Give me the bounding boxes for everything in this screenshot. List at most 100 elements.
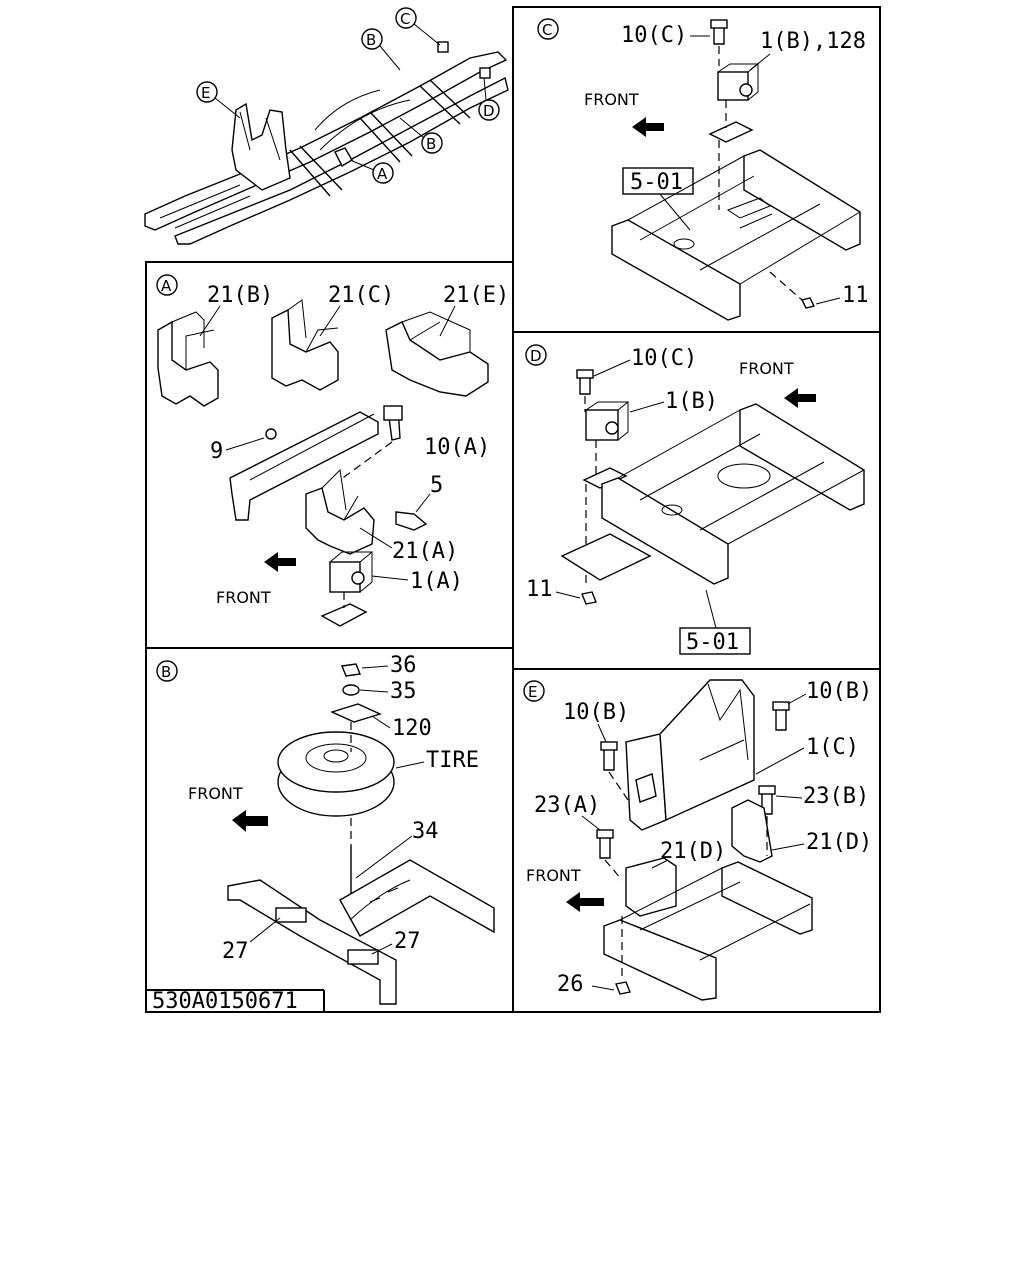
leader-1a bbox=[371, 575, 409, 581]
front-label-a: FRONT bbox=[216, 588, 271, 607]
leader-1c bbox=[755, 747, 805, 775]
label-tire: TIRE bbox=[426, 748, 479, 773]
leader-23a bbox=[581, 815, 601, 831]
tire-rim bbox=[305, 743, 367, 773]
bolt-23a bbox=[599, 835, 611, 859]
nut-11-c-dash bbox=[769, 271, 803, 301]
damper-1a-boss bbox=[351, 571, 365, 585]
label-10b-r: 10(B) bbox=[806, 679, 872, 704]
label-1b128: 1(B),128 bbox=[760, 29, 866, 54]
panel-b: B 36 35 120 TIRE 34 27 27 bbox=[156, 653, 495, 1005]
bolt-23a-head bbox=[596, 829, 614, 839]
leader-21d-l bbox=[651, 859, 669, 869]
box-5-01-c bbox=[622, 167, 694, 195]
bolt-10b-l-dash bbox=[608, 771, 629, 801]
leader-120 bbox=[371, 715, 391, 729]
callout-b2: B bbox=[426, 135, 436, 153]
rail-e-rear bbox=[721, 861, 813, 935]
carrier-1c-frame bbox=[659, 679, 755, 822]
callout-b1: B bbox=[366, 31, 376, 49]
front-arrow-d bbox=[784, 388, 816, 408]
overview-callouts: E B C D B A bbox=[196, 7, 500, 184]
callout-e-leader bbox=[214, 97, 241, 119]
label-21c: 21(C) bbox=[328, 283, 394, 308]
callout-b1-circle bbox=[361, 28, 383, 50]
rail-b-detail bbox=[349, 879, 411, 921]
nut-36 bbox=[341, 663, 361, 677]
overview-rail-left bbox=[144, 51, 508, 231]
callout-e-circle bbox=[196, 81, 218, 103]
front-arrow-c bbox=[632, 117, 664, 137]
label-box-c: 5-01 bbox=[630, 170, 683, 195]
leader-1b128 bbox=[749, 53, 771, 71]
label-27a: 27 bbox=[222, 939, 249, 964]
leader-21d-r bbox=[771, 843, 805, 851]
leader-11-d bbox=[555, 591, 581, 599]
leader-box-c bbox=[659, 193, 691, 231]
panel-d-id-circle bbox=[525, 344, 547, 366]
label-9: 9 bbox=[210, 439, 223, 464]
rail-b-right bbox=[339, 859, 495, 937]
overview-rail-detail bbox=[159, 184, 251, 229]
dash-10a bbox=[339, 441, 393, 481]
damper-1b-d-plate bbox=[582, 467, 628, 489]
leader-26 bbox=[591, 985, 615, 991]
overview-rail-right bbox=[174, 76, 509, 245]
bracket-21c bbox=[271, 299, 339, 391]
label-10c-d: 10(C) bbox=[631, 346, 697, 371]
leader-21e bbox=[439, 305, 456, 337]
damper-1b-d-boss bbox=[605, 421, 619, 435]
front-arrow-b bbox=[232, 810, 268, 832]
leader-5 bbox=[415, 493, 431, 513]
overview-chassis bbox=[144, 41, 509, 245]
label-120: 120 bbox=[392, 716, 432, 741]
bolt-10b-l-head bbox=[600, 741, 618, 751]
panel-e-id: E bbox=[528, 683, 537, 701]
rail-c-hole bbox=[673, 238, 695, 250]
panel-d-frame bbox=[512, 331, 881, 670]
overview-curved-member bbox=[314, 89, 411, 151]
damper-1a-top bbox=[329, 551, 374, 593]
label-34: 34 bbox=[412, 819, 439, 844]
front-label-d: FRONT bbox=[739, 359, 794, 378]
label-10b-l: 10(B) bbox=[563, 700, 629, 725]
bracket-21a bbox=[305, 487, 375, 555]
leader-9 bbox=[225, 437, 265, 451]
rail-d-hole bbox=[661, 504, 683, 516]
overview-crossmember-1 bbox=[289, 145, 343, 197]
rail-c-rear bbox=[743, 149, 861, 251]
rail-d-crossmembers bbox=[617, 409, 865, 545]
callout-b1-leader bbox=[379, 45, 401, 71]
panel-a: A 21(B) 21(C) 21(E) 9 10(A) bbox=[156, 274, 509, 627]
callout-d: D bbox=[483, 102, 495, 120]
label-11-c: 11 bbox=[842, 283, 869, 308]
callout-a-leader bbox=[349, 159, 375, 171]
bracket-21a-detail bbox=[321, 468, 359, 521]
callout-d-circle bbox=[478, 99, 500, 121]
bolt-10c-c-head bbox=[710, 19, 728, 29]
rail-c-crossmembers bbox=[627, 155, 861, 285]
rail-e-crossmembers bbox=[619, 867, 811, 961]
panel-c: C 10(C) 1(B),128 5-01 11 FRONT bbox=[537, 18, 869, 321]
panel-c-id: C bbox=[542, 21, 552, 39]
diagram-code: 530A0150671 bbox=[152, 989, 298, 1014]
nut-26 bbox=[615, 981, 631, 995]
callout-d-leader bbox=[483, 77, 487, 101]
label-26: 26 bbox=[557, 972, 584, 997]
damper-1b-d-top bbox=[585, 401, 630, 441]
overview-bracket-a bbox=[334, 147, 353, 167]
label-1b-d: 1(B) bbox=[665, 389, 718, 414]
washer-35 bbox=[342, 684, 360, 696]
leader-21a bbox=[359, 527, 393, 549]
plate-120 bbox=[330, 703, 382, 723]
label-21b: 21(B) bbox=[207, 283, 273, 308]
leader-10c-d bbox=[593, 359, 631, 377]
bracket-21d-r bbox=[731, 799, 773, 863]
callout-a-circle bbox=[372, 162, 394, 184]
rail-d-rear bbox=[739, 403, 865, 511]
panel-frames bbox=[145, 6, 881, 1013]
bracket-21e bbox=[385, 311, 489, 397]
bolt-10b-l bbox=[603, 747, 615, 771]
leader-1b-d bbox=[629, 401, 665, 413]
label-23a: 23(A) bbox=[534, 793, 600, 818]
